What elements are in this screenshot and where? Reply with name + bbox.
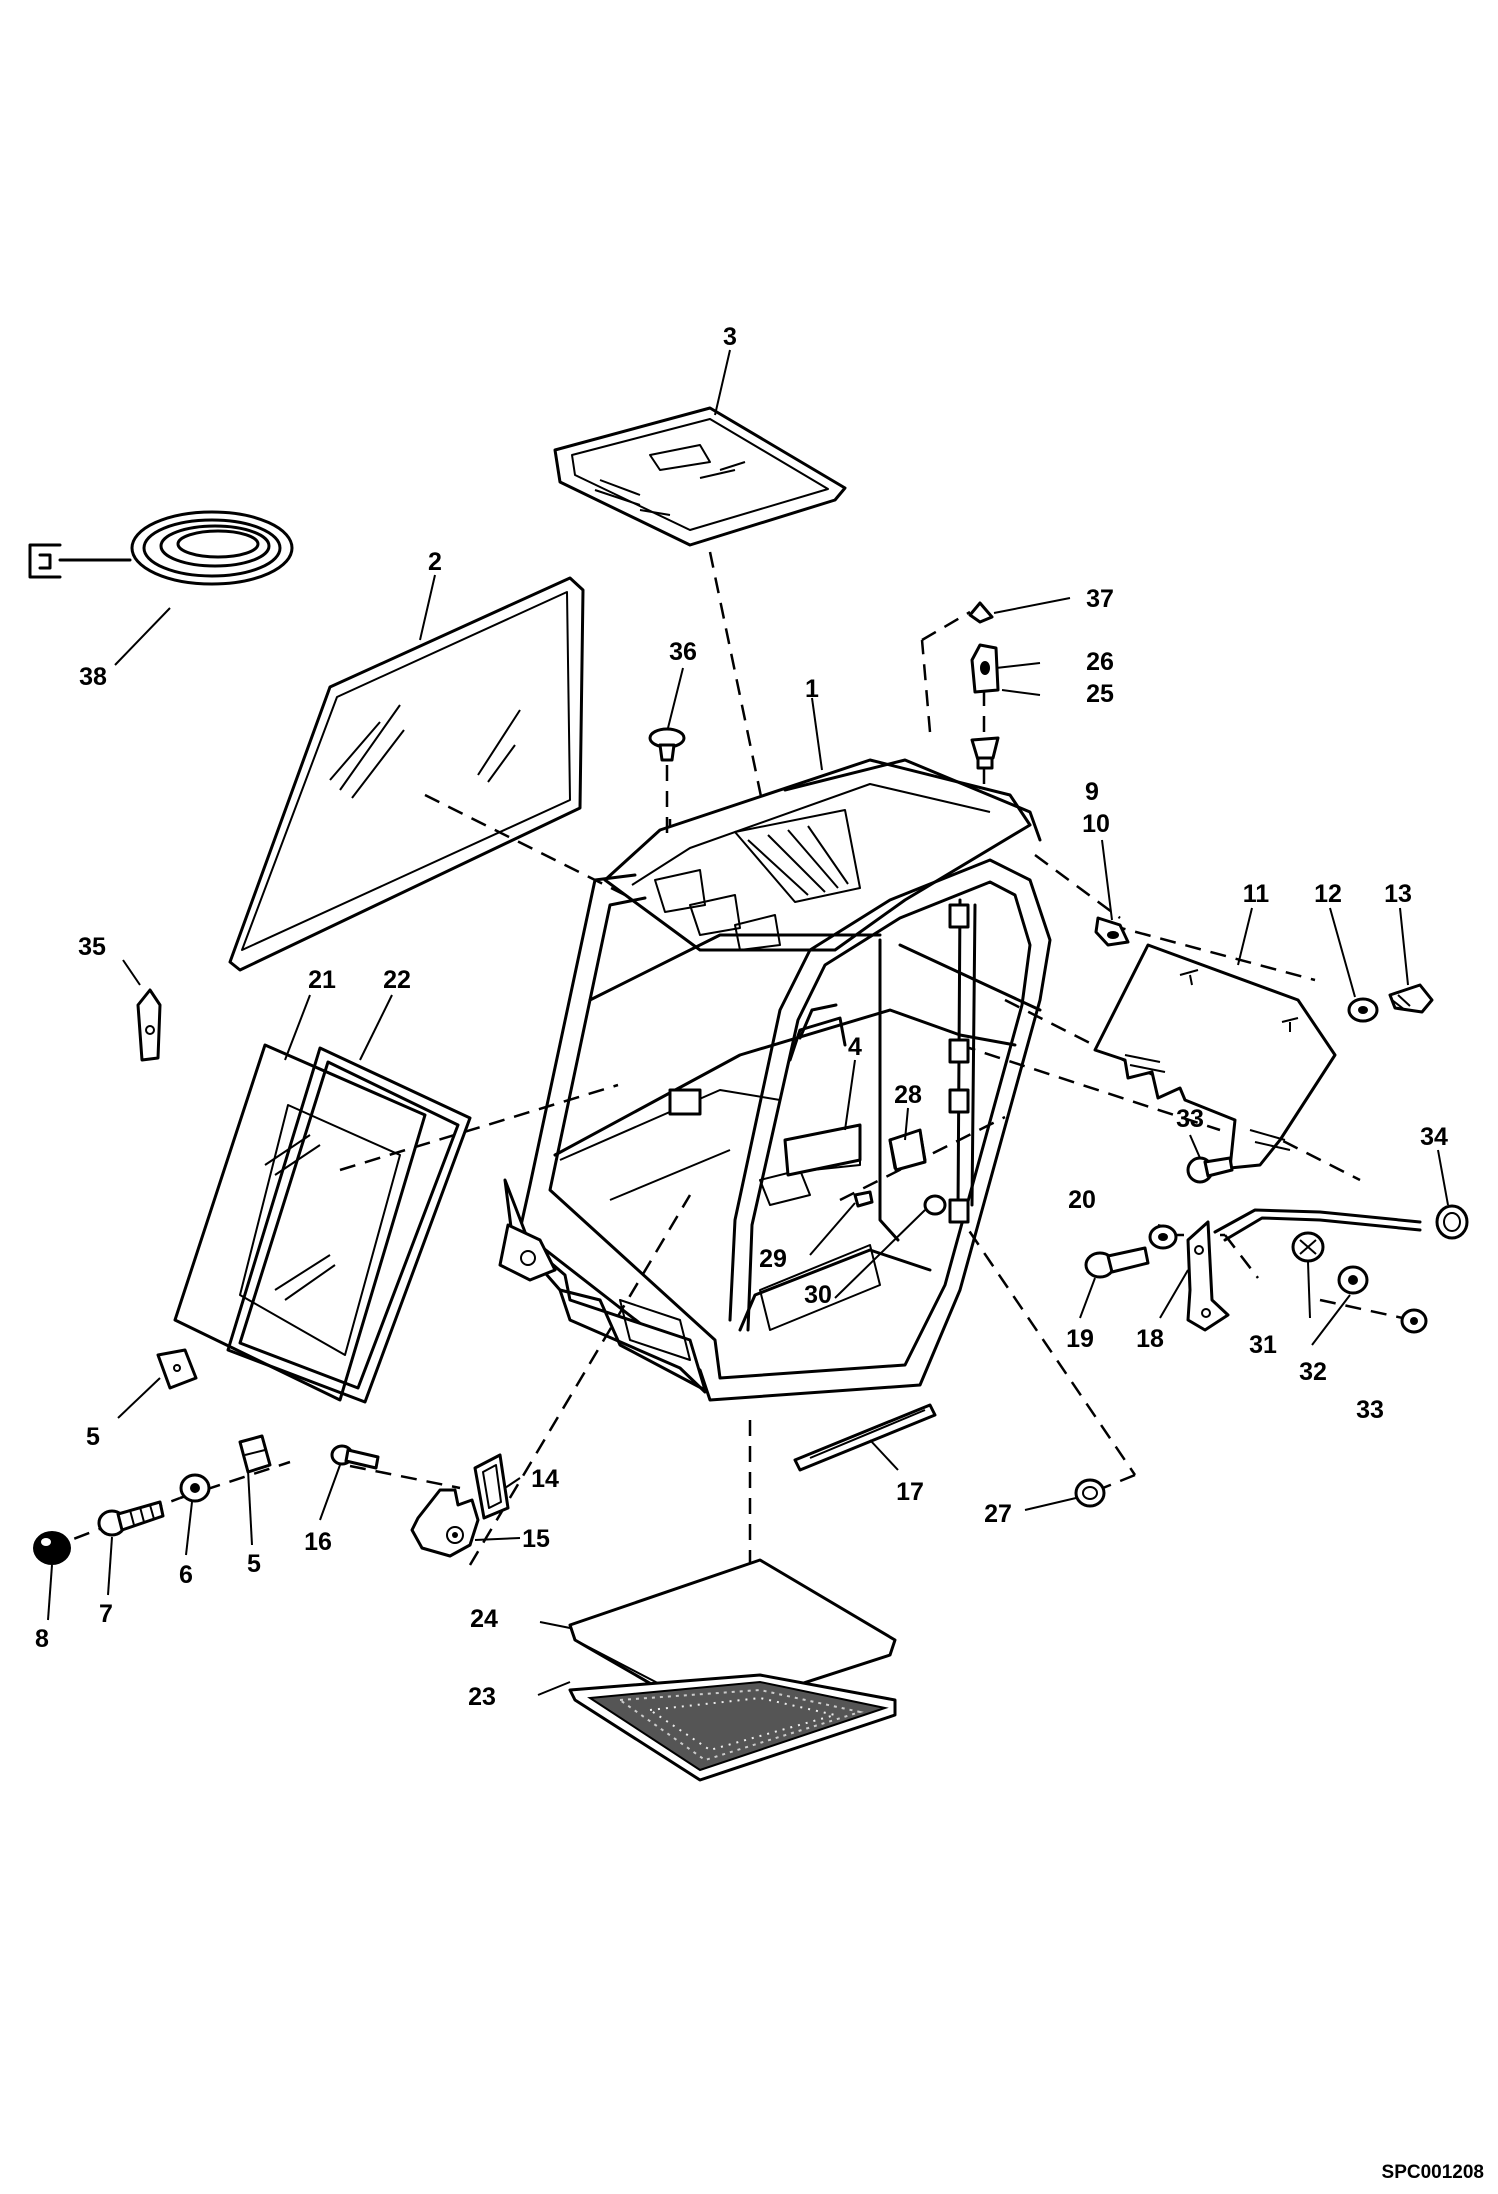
part-33-bolt-upper [1186,1156,1234,1184]
callout-27: 27 [984,1500,1012,1528]
callout-labels: 1 2 3 4 5 5 6 7 8 9 10 11 12 13 14 15 16… [35,323,1448,1711]
part-11-guard-panel [1093,943,1337,1170]
part-23-floor-mat [568,1673,897,1782]
part-13-bolt [1388,983,1434,1014]
callout-13: 13 [1384,880,1412,908]
callout-24: 24 [470,1605,498,1633]
part-1-cab-frame [498,758,1052,1402]
callout-25: 25 [1086,680,1114,708]
part-19-bolt [1084,1246,1150,1279]
callout-20: 20 [1068,1186,1096,1214]
callout-16: 16 [304,1528,332,1556]
callout-28: 28 [894,1081,922,1109]
part-28-bracket [888,1128,927,1172]
part-25-bushing [970,736,1000,770]
callout-6: 6 [179,1561,193,1589]
callout-5-lower: 5 [247,1550,261,1578]
callout-34: 34 [1420,1123,1448,1151]
part-32-nut [1337,1265,1369,1295]
callout-30: 30 [804,1281,832,1309]
callout-11: 11 [1243,880,1270,908]
callout-31: 31 [1249,1331,1277,1359]
callout-32: 32 [1299,1358,1327,1386]
part-26-grommet [970,643,1000,694]
part-27-plug [1074,1478,1106,1508]
callout-14: 14 [531,1465,559,1493]
part-18-bracket [1186,1220,1230,1332]
callout-7: 7 [99,1600,113,1628]
part-37-clip [968,601,994,624]
part-8-knob [33,1531,71,1565]
part-3-roof-panel [553,406,847,547]
callout-19: 19 [1066,1325,1094,1353]
callout-36: 36 [669,638,697,666]
part-10-plug [1094,916,1130,947]
part-15-latch [410,1488,480,1558]
callout-4: 4 [848,1033,862,1061]
callout-9: 9 [1085,778,1099,806]
callout-2: 2 [428,548,442,576]
callout-23: 23 [468,1683,496,1711]
part-17-strip [793,1403,937,1472]
callout-33-upper: 33 [1176,1105,1204,1133]
callout-26: 26 [1086,648,1114,676]
leader-lines [47,349,1449,1696]
part-6-washer [179,1473,211,1503]
callout-37: 37 [1086,585,1114,613]
callout-15: 15 [522,1525,550,1553]
part-31-grommet [1291,1231,1325,1263]
part-34-harness [1213,1204,1469,1242]
callout-10: 10 [1082,810,1110,838]
callout-18: 18 [1136,1325,1164,1353]
part-22-window-seal [226,1046,472,1404]
callout-1: 1 [805,675,819,703]
callout-12: 12 [1314,880,1342,908]
part-16-screw [330,1444,380,1470]
callout-17: 17 [896,1478,924,1506]
part-38-seal-coil [28,510,294,586]
part-29-bolt [853,1190,874,1208]
part-30-clip [923,1194,947,1216]
callout-21: 21 [308,966,336,994]
part-36-knob [648,727,686,835]
callout-22: 22 [383,966,411,994]
part-2-rear-window [228,576,585,972]
part-20-washer [1148,1224,1178,1250]
drawing-code: SPC001208 [1381,2162,1484,2183]
callout-38: 38 [79,663,107,691]
part-14-latch-plate [473,1453,510,1520]
part-35-pin [136,988,162,1062]
callout-5-upper: 5 [86,1423,100,1451]
callout-33-lower: 33 [1356,1396,1384,1424]
part-12-washer [1347,997,1379,1023]
part-7-bolt [97,1500,165,1537]
callout-29: 29 [759,1245,787,1273]
callout-35: 35 [78,933,106,961]
part-21-side-window [173,1043,427,1402]
part-5-clip-upper [156,1348,198,1390]
part-33-nut-lower [1400,1308,1428,1334]
part-5-clip-lower [238,1434,272,1474]
callout-8: 8 [35,1625,49,1653]
callout-3: 3 [723,323,737,351]
